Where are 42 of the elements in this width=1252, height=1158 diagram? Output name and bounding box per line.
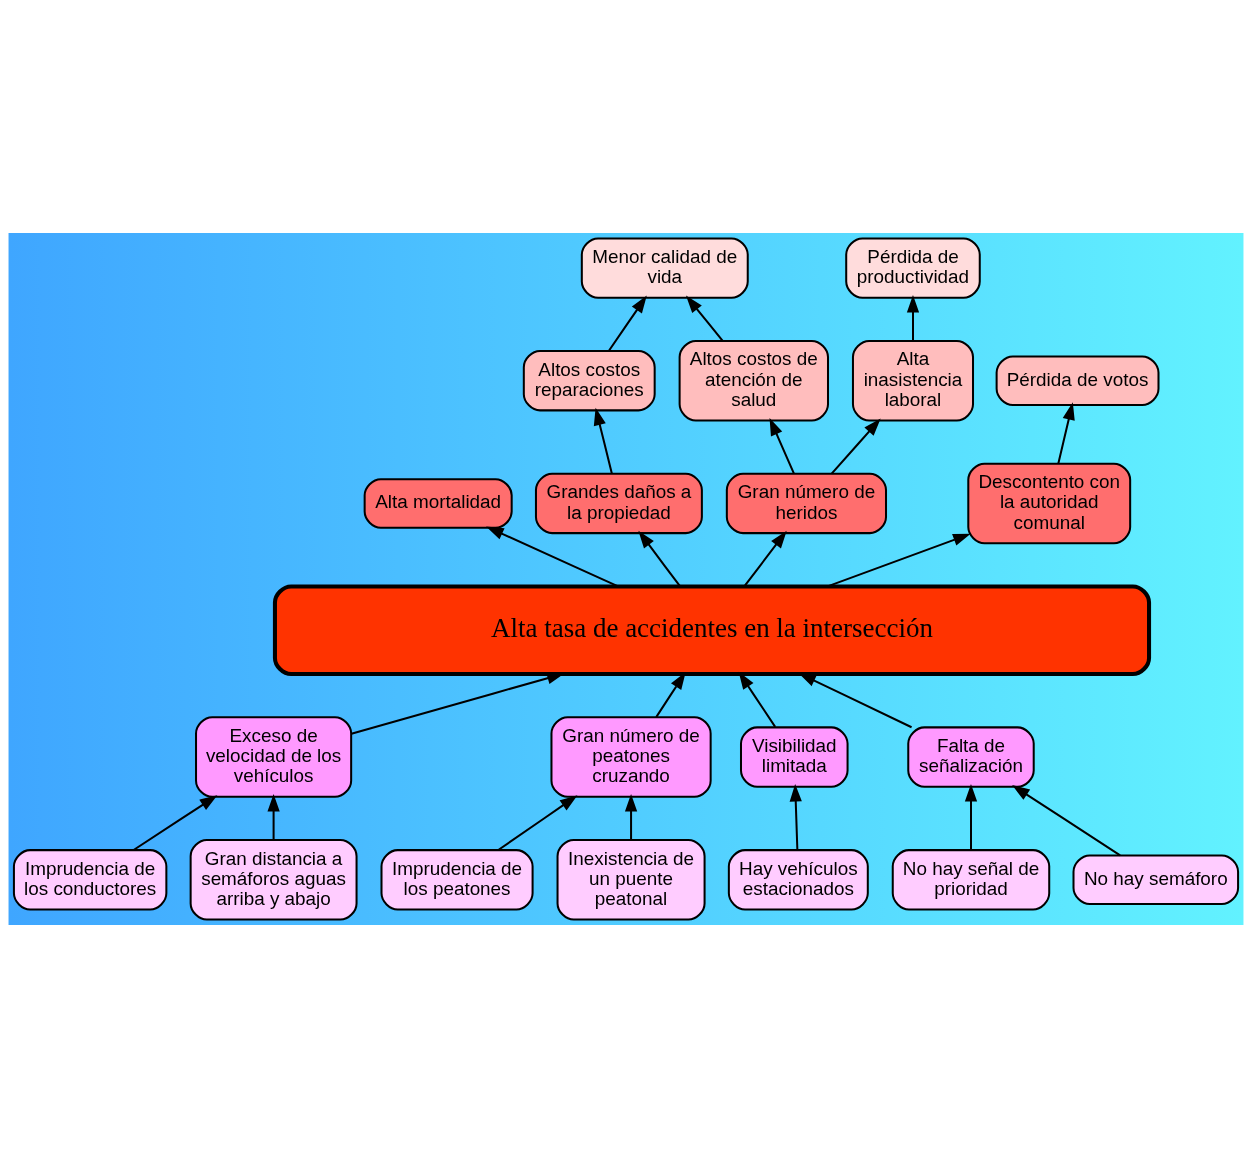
arrow <box>1012 785 1121 857</box>
node-box: Imprudencia de los peatones <box>380 849 534 911</box>
node-box: Grandes daños a la propiedad <box>534 472 703 535</box>
node-box: Gran número de peatones cruzando <box>550 716 712 798</box>
node-box: Pérdida de votos <box>995 355 1160 406</box>
node-box: Altos costos reparaciones <box>522 350 656 412</box>
node-box: No hay señal de prioridad <box>891 849 1051 911</box>
node-box: Pérdida de productividad <box>845 237 981 299</box>
arrow <box>789 784 802 851</box>
arrow <box>608 295 647 352</box>
node-box: Hay vehículos estacionados <box>727 849 869 911</box>
arrow <box>593 407 613 474</box>
node-box: No hay semáforo <box>1072 854 1240 906</box>
node-box: Alta inasistencia laboral <box>851 339 974 422</box>
arrow <box>267 793 280 840</box>
node-box: Exceso de velocidad de los vehículos <box>195 716 353 798</box>
node-box: Falta de señalización <box>907 726 1035 788</box>
node-box: Gran distancia a semáforos aguas arriba y abajo <box>189 839 358 921</box>
node-box: Alta tasa de accidentes en la intersección <box>272 584 1152 677</box>
arrow <box>830 418 881 475</box>
arrow <box>1057 402 1075 464</box>
node-box: Menor calidad de vida <box>580 237 749 299</box>
node-box: Visibilidad limitada <box>740 726 849 788</box>
node-box: Imprudencia de los conductores <box>12 849 168 911</box>
arrow <box>964 784 978 850</box>
arrow <box>769 417 795 475</box>
arrow <box>497 795 578 851</box>
arrow <box>685 295 724 342</box>
arrow <box>798 673 912 729</box>
arrow <box>133 795 218 851</box>
arrow <box>638 530 681 587</box>
arrow <box>827 533 971 588</box>
node-box: Altos costos de atención de salud <box>678 339 829 422</box>
node-box: Inexistencia de un puente peatonal <box>556 839 706 921</box>
node-box: Alta mortalidad <box>363 478 513 529</box>
node-box: Gran número de heridos <box>725 472 887 535</box>
arrow <box>486 526 619 588</box>
arrow <box>738 671 777 728</box>
node-box: Descontento con la autoridad comunal <box>967 462 1132 545</box>
arrow <box>906 294 920 341</box>
arrow <box>743 530 787 587</box>
arrow <box>624 793 638 840</box>
